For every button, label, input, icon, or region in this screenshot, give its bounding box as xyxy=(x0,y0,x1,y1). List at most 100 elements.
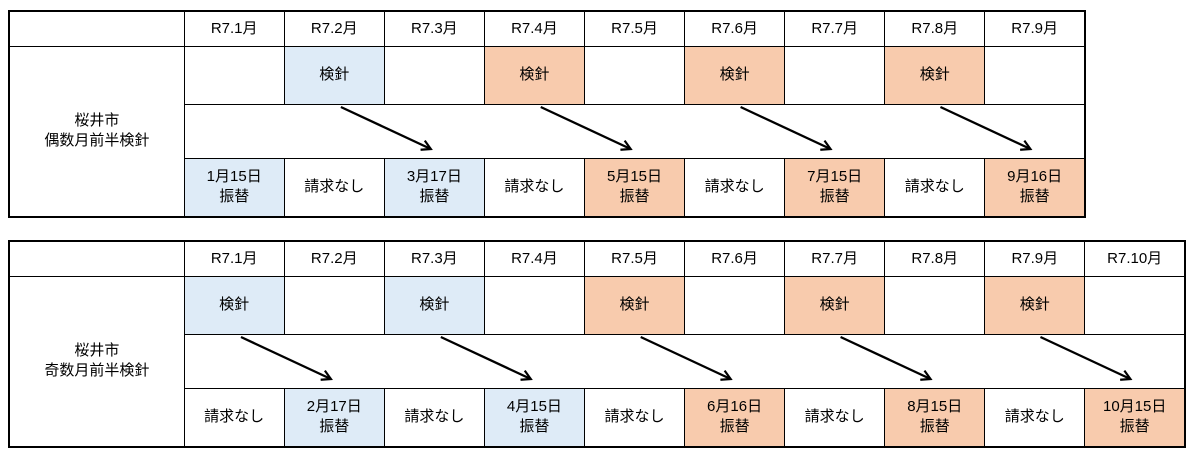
kenshin-cell: 検針 xyxy=(383,275,485,335)
billing-cell-line: 6月16日 xyxy=(707,398,763,415)
empty-cell xyxy=(984,45,1086,105)
month-header: R7.9月 xyxy=(984,240,1086,277)
billing-cell-line: 4月15日 xyxy=(506,398,562,415)
reading-to-transfer-arrow xyxy=(340,105,433,151)
transfer-date-cell: 10月15日振替 xyxy=(1084,387,1186,448)
billing-cell-line: 振替 xyxy=(619,188,650,206)
billing-cell-line: 請求なし xyxy=(204,408,265,426)
billing-cell-line: 請求なし xyxy=(704,178,765,196)
billing-cell-line: 請求なし xyxy=(804,408,865,426)
billing-cell-line: 請求なし xyxy=(1004,408,1065,426)
month-header: R7.7月 xyxy=(784,10,886,47)
no-billing-cell: 請求なし xyxy=(784,387,886,448)
schedule-label-line: 桜井市 xyxy=(74,342,120,359)
schedule-label-line: 桜井市 xyxy=(74,112,120,129)
month-header: R7.8月 xyxy=(884,10,986,47)
schedule-label: 桜井市偶数月前半検針 xyxy=(8,45,185,218)
month-header: R7.4月 xyxy=(483,240,585,277)
schedule-label-line: 偶数月前半検針 xyxy=(44,132,150,150)
month-header: R7.8月 xyxy=(884,240,986,277)
billing-cell-line: 5月15日 xyxy=(606,168,663,185)
kenshin-cell: 検針 xyxy=(884,45,986,105)
no-billing-cell: 請求なし xyxy=(183,387,285,448)
billing-cell-line: 請求なし xyxy=(904,178,965,196)
no-billing-cell: 請求なし xyxy=(283,157,385,218)
empty-cell xyxy=(884,275,986,335)
reading-to-transfer-arrow xyxy=(539,105,633,151)
transfer-date-cell: 5月15日振替 xyxy=(583,157,686,218)
kenshin-cell: 検針 xyxy=(483,45,585,105)
month-header: R7.9月 xyxy=(984,10,1086,47)
billing-cell-line: 請求なし xyxy=(304,178,365,196)
empty-cell xyxy=(483,275,585,335)
month-header: R7.7月 xyxy=(784,240,886,277)
month-header: R7.6月 xyxy=(684,240,786,277)
transfer-date-cell: 8月15日振替 xyxy=(884,387,986,448)
month-header: R7.5月 xyxy=(583,10,686,47)
billing-cell-line: 2月17日 xyxy=(306,398,362,415)
no-billing-cell: 請求なし xyxy=(684,157,786,218)
empty-cell xyxy=(583,45,686,105)
reading-to-transfer-arrow xyxy=(739,105,833,151)
reading-to-transfer-arrow xyxy=(839,335,933,381)
schedule-label-line: 奇数月前半検針 xyxy=(44,362,150,380)
transfer-date-cell: 1月15日振替 xyxy=(183,157,285,218)
billing-cell-line: 8月15日 xyxy=(907,398,963,415)
kenshin-cell: 検針 xyxy=(684,45,786,105)
billing-cell-line: 振替 xyxy=(419,188,450,206)
billing-cell-line: 振替 xyxy=(819,188,850,206)
schedule-label: 桜井市奇数月前半検針 xyxy=(8,275,185,448)
month-header: R7.2月 xyxy=(283,10,385,47)
month-header: R7.2月 xyxy=(283,240,385,277)
reading-to-transfer-arrow xyxy=(939,105,1033,151)
corner-cell xyxy=(8,240,185,277)
billing-cell-line: 振替 xyxy=(919,418,950,436)
billing-cell-line: 振替 xyxy=(319,418,350,436)
no-billing-cell: 請求なし xyxy=(383,387,485,448)
billing-cell-line: 3月17日 xyxy=(406,168,462,185)
billing-cell-line: 振替 xyxy=(519,418,550,436)
arrows-canvas xyxy=(340,105,1033,151)
kenshin-cell: 検針 xyxy=(283,45,385,105)
reading-to-transfer-arrow xyxy=(439,335,533,381)
billing-cell-line: 振替 xyxy=(719,418,750,436)
empty-cell xyxy=(383,45,485,105)
billing-cell-line: 振替 xyxy=(219,188,250,206)
no-billing-cell: 請求なし xyxy=(984,387,1086,448)
transfer-date-cell: 2月17日振替 xyxy=(283,387,385,448)
month-header: R7.6月 xyxy=(684,10,786,47)
billing-cell-line: 9月16日 xyxy=(1007,168,1063,185)
billing-cell-line: 振替 xyxy=(1019,188,1050,206)
billing-cell-line: 7月15日 xyxy=(807,168,863,185)
empty-cell xyxy=(684,275,786,335)
billing-cell-line: 振替 xyxy=(1119,418,1150,436)
reading-to-transfer-arrow xyxy=(1039,335,1133,381)
kenshin-cell: 検針 xyxy=(583,275,686,335)
no-billing-cell: 請求なし xyxy=(884,157,986,218)
month-header: R7.5月 xyxy=(583,240,686,277)
kenshin-cell: 検針 xyxy=(984,275,1086,335)
empty-cell xyxy=(784,45,886,105)
transfer-date-cell: 6月16日振替 xyxy=(684,387,786,448)
kenshin-cell: 検針 xyxy=(183,275,285,335)
reading-to-transfer-arrow xyxy=(639,335,733,381)
empty-cell xyxy=(183,45,285,105)
month-header: R7.4月 xyxy=(483,10,585,47)
arrows-canvas xyxy=(240,335,1133,381)
transfer-date-cell: 9月16日振替 xyxy=(984,157,1086,218)
month-header: R7.10月 xyxy=(1084,240,1186,277)
transfer-date-cell: 3月17日振替 xyxy=(383,157,485,218)
billing-cell-line: 請求なし xyxy=(504,178,565,196)
kenshin-cell: 検針 xyxy=(784,275,886,335)
arrow-row-cell xyxy=(183,333,1186,389)
transfer-date-cell: 7月15日振替 xyxy=(784,157,886,218)
month-header: R7.3月 xyxy=(383,10,485,47)
billing-cell-line: 1月15日 xyxy=(206,168,262,185)
no-billing-cell: 請求なし xyxy=(483,157,585,218)
billing-cell-line: 請求なし xyxy=(604,408,665,426)
corner-cell xyxy=(8,10,185,47)
month-header: R7.1月 xyxy=(183,10,285,47)
empty-cell xyxy=(1084,275,1186,335)
